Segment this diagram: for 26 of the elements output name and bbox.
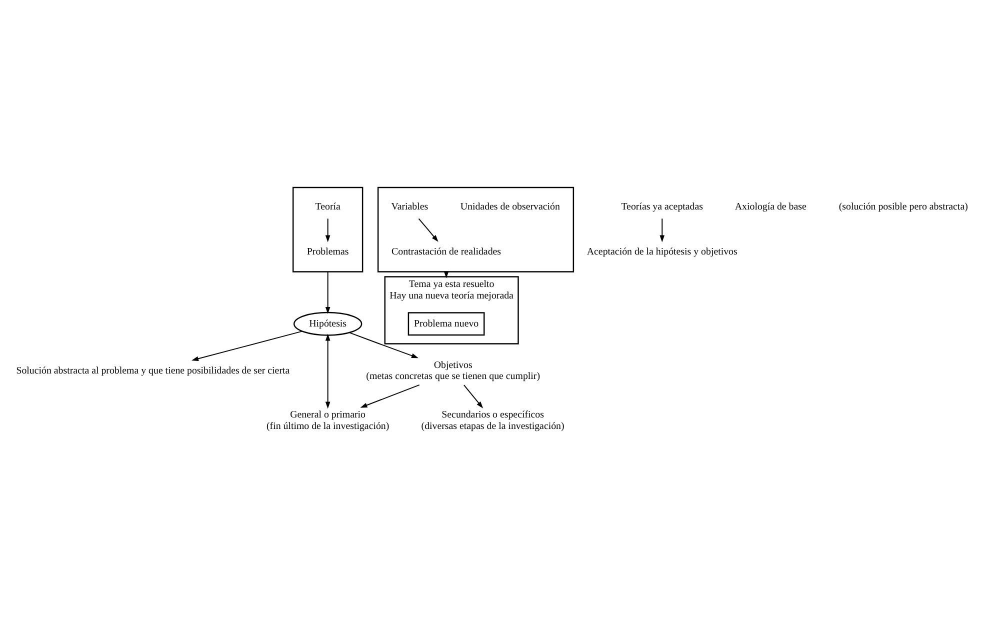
node-text: Problemas — [306, 246, 349, 258]
cluster — [292, 186, 364, 272]
node-ellipse: Hipótesis — [293, 312, 362, 336]
node-text: Teoría — [315, 202, 340, 213]
node-text: Teorías ya aceptadas — [621, 202, 704, 213]
node-text: Aceptación de la hipótesis y objetivos — [586, 246, 738, 258]
label: (solución posible pero abstracta) — [838, 202, 968, 213]
node-text: Contrastación de realidades — [392, 246, 502, 258]
node-text: Objetivos (metas concretas que se tienen que cumplir) — [366, 360, 540, 382]
node-text: Secundarios o específicos (diversas etapas de la investigación) — [421, 410, 564, 432]
arrow — [192, 330, 303, 362]
arrow — [463, 384, 484, 408]
node-box: Problema nuevo — [408, 312, 485, 336]
node-text: Unidades de observación — [460, 202, 560, 213]
arrow — [360, 384, 420, 408]
arrow — [349, 332, 418, 358]
node-text: Variables — [391, 202, 428, 213]
arrow — [660, 218, 665, 242]
arrow — [418, 218, 438, 242]
label: Axiología de base — [734, 202, 806, 213]
arrow — [325, 334, 330, 409]
node-text: General o primario (fin último de la investigación) — [266, 410, 390, 432]
node-text: Solución abstracta al problema y que tiene posibilidades de ser cierta — [16, 366, 290, 377]
arrow — [325, 218, 330, 242]
cluster — [377, 186, 574, 272]
arrow — [325, 271, 330, 314]
